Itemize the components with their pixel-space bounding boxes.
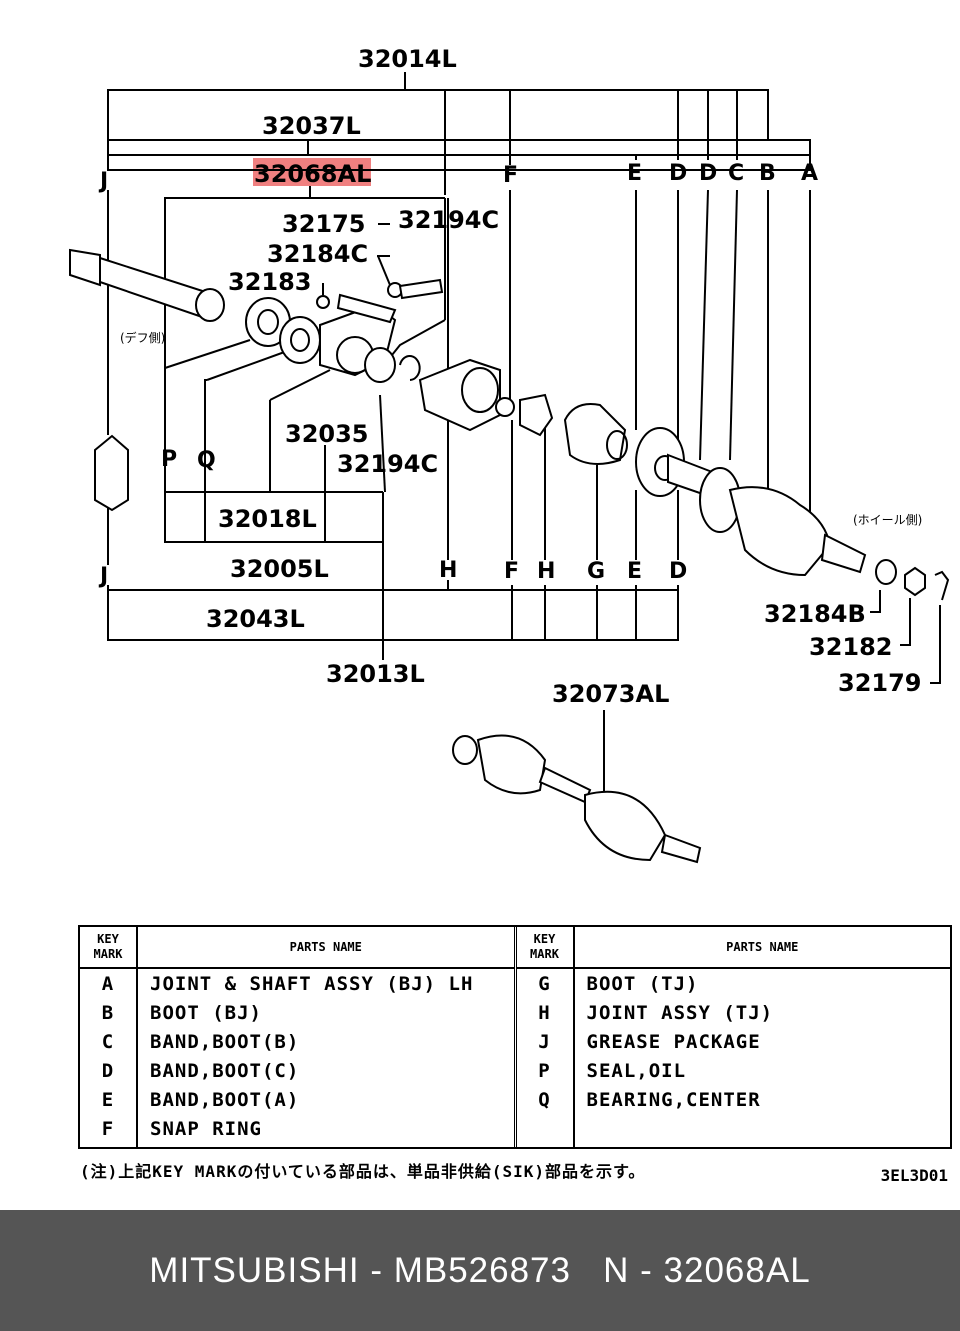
letter-bottom-H2: H [537,559,555,584]
label-diff-side: (デフ側) [120,330,165,345]
bracket-32014L [107,72,769,195]
legend-part-name: BAND,BOOT(B) [150,1030,300,1053]
letter-bottom-E: E [627,559,642,584]
joint-bj [635,427,867,577]
legend-key: H [538,1001,551,1024]
legend-part-name: JOINT & SHAFT ASSY (BJ) LH [150,972,474,995]
legend-part-name: GREASE PACKAGE [586,1030,761,1053]
tj-housing [418,358,501,432]
legend-part-name: BEARING,CENTER [586,1088,761,1111]
legend-name-column: PARTS NAME BOOT (TJ) JOINT ASSY (TJ) GRE… [574,927,950,1147]
label-32013L: 32013L [326,660,425,688]
letter-bottom-J: J [98,564,108,589]
letter-Q: Q [197,448,216,473]
letter-bottom-G: G [587,559,605,584]
legend-part-name: BOOT (TJ) [586,972,699,995]
legend-part-name: JOINT ASSY (TJ) [586,1001,774,1024]
label-32182: 32182 [809,633,893,661]
label-32194C-top: 32194C [398,206,499,234]
label-32184B: 32184B [764,600,866,628]
leader-lines [107,189,811,520]
complete-shaft-32073AL [452,734,702,864]
legend-part-name: BAND,BOOT(C) [150,1059,300,1082]
letter-top-B: B [759,161,776,186]
label-32073AL: 32073AL [552,680,669,708]
legend-part-name: SEAL,OIL [586,1059,687,1082]
snap-ring-inboard [364,347,421,383]
letter-top-D2: D [699,161,717,186]
label-32037L: 32037L [262,112,361,140]
bracket-32037L [107,139,811,171]
letter-top-J: J [98,169,108,194]
label-32194C-mid: 32194C [337,450,438,478]
letter-top-A: A [801,161,818,186]
label-32014L: 32014L [358,45,457,73]
label-32018L: 32018L [218,505,317,533]
label-32043L: 32043L [206,605,305,633]
label-32179: 32179 [838,669,922,697]
label-32068AL: 32068AL [254,160,371,188]
letter-bottom-F: F [504,559,519,584]
footer-part-number: MITSUBISHI - MB526873 N - 32068AL [149,1250,811,1290]
legend-key: F [101,1117,115,1140]
legend-key: P [538,1059,551,1082]
letter-P: P [161,447,177,472]
footnote: (注)上記KEY MARKの付いている部品は、単品非供給(SIK)部品を示す。 [80,1162,646,1181]
legend-key: Q [538,1088,551,1111]
label-32175: 32175 [282,210,366,238]
letter-bottom-D: D [669,559,687,584]
legend-key: B [101,1001,115,1024]
label-32035: 32035 [285,420,369,448]
letter-bottom-H1: H [439,558,457,583]
bracket-32068AL [164,186,445,370]
boot-tj [563,403,628,465]
legend-part-name: SNAP RING [150,1117,262,1140]
label-wheel-side: (ホイール側) [853,513,922,527]
footer-bar: MITSUBISHI - MB526873 N - 32068AL [0,1210,960,1331]
legend-part-name: BAND,BOOT(A) [150,1088,300,1111]
letter-top-F: F [503,163,518,188]
legend-part-name: BOOT (BJ) [150,1001,262,1024]
parts-name-header: PARTS NAME [574,927,950,969]
legend-key: D [101,1059,115,1082]
legend-key: C [101,1030,115,1053]
legend-key: G [538,972,551,995]
bearing-center [279,316,321,364]
spider-assy [495,393,554,437]
grease-package [94,434,129,512]
parts-diagram: 32014L 32037L 32068AL 32175 32194C 32184… [69,45,950,864]
letter-top-D1: D [669,161,687,186]
shaft-inboard [69,248,225,322]
parts-name-header: PARTS NAME [138,927,514,969]
label-32184C: 32184C [267,240,368,268]
leader-lines-right [322,223,941,800]
bracket-32005L-32018L [164,339,384,640]
letter-top-C: C [728,161,744,186]
label-32183: 32183 [228,268,312,296]
letter-top-E: E [627,161,642,186]
diagram-code: 3EL3D01 [880,1166,948,1185]
legend-key: J [538,1030,551,1053]
label-32005L: 32005L [230,555,329,583]
legend-key: A [101,972,115,995]
highlight-box [253,158,371,186]
legend-name-column: PARTS NAME JOINT & SHAFT ASSY (BJ) LH BO… [138,927,514,1147]
legend-key: E [101,1088,115,1111]
washer-nut-pin [875,559,950,601]
